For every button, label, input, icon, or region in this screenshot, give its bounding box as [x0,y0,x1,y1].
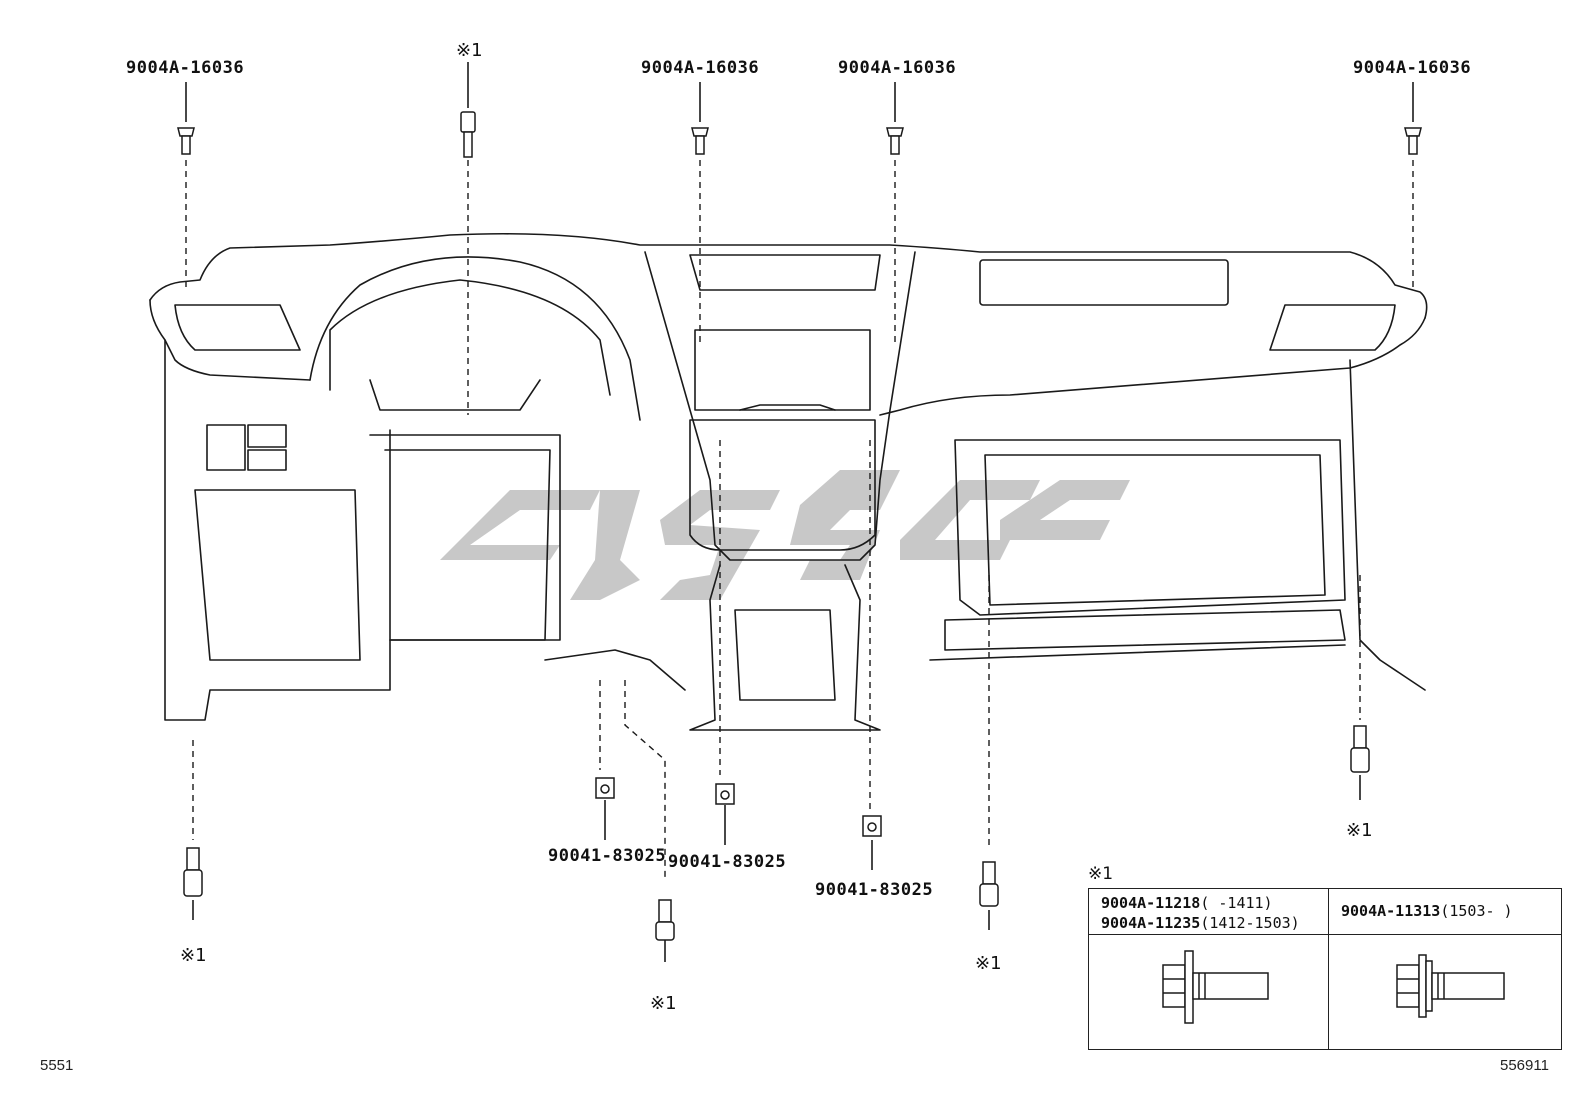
lower-console [689,564,881,731]
bolt-variant-table: 9004A-11218( -1411) 9004A-11235(1412-150… [1088,888,1562,1050]
bolt-range-1: ( -1411) [1200,894,1273,912]
part-label-90041-83025-right: 90041-83025 [815,880,934,900]
part-label-9004A-16036-center-left: 9004A-16036 [641,58,760,78]
part-label-9004A-16036-right: 9004A-16036 [1353,58,1472,78]
inset-ref-mark: ※1 [1088,864,1114,884]
table-image-cell-2 [1329,935,1561,1049]
bolt-range-2: (1412-1503) [1200,914,1300,932]
screw-icon [691,127,709,155]
figure-code-left: 5551 [40,1057,74,1074]
glove-box [954,439,1346,616]
part-label-9004A-16036-center-right: 9004A-16036 [838,58,957,78]
bolt-icon [183,847,203,897]
screw-icon [1404,127,1422,155]
flange-bolt-icon [1162,950,1269,1024]
bolt-icon [460,111,476,158]
center-stack [644,251,916,561]
right-air-vent [1269,304,1396,351]
bolt-part-number-3: 9004A-11313 [1341,902,1441,920]
clip-nut-icon [715,783,735,805]
watermark-logo [440,470,1130,600]
table-header-cell-1: 9004A-11218( -1411) 9004A-11235(1412-150… [1089,889,1329,935]
table-header-cell-2: 9004A-11313(1503- ) [1329,889,1561,935]
left-lower-panel [164,339,391,721]
table-image-cell-1 [1089,935,1329,1049]
dashboard-top-outline [149,232,1428,319]
bolt-part-number-2: 9004A-11235 [1101,914,1201,932]
part-label-9004A-16036-left: 9004A-16036 [126,58,245,78]
bolt-part-number-1: 9004A-11218 [1101,894,1201,912]
meter-hood [309,256,641,421]
bolt-icon [979,861,999,907]
ref-mark-right: ※1 [1346,820,1373,841]
clip-nut-icon [862,815,882,837]
ref-mark-right-lower: ※1 [975,953,1002,974]
figure-code-right: 556911 [1500,1057,1549,1074]
left-air-vent [174,304,301,351]
ref-mark-top: ※1 [456,40,483,61]
screw-icon [886,127,904,155]
ref-mark-center: ※1 [650,993,677,1014]
bolt-range-3: (1503- ) [1440,902,1513,920]
clip-nut-icon [595,777,615,799]
part-label-90041-83025-center: 90041-83025 [668,852,787,872]
washer-bolt-icon [1396,954,1505,1018]
bolt-icon [1350,725,1370,773]
part-label-90041-83025-left: 90041-83025 [548,846,667,866]
bolt-icon [655,899,675,941]
screw-icon [177,127,195,155]
ref-mark-left: ※1 [180,945,207,966]
